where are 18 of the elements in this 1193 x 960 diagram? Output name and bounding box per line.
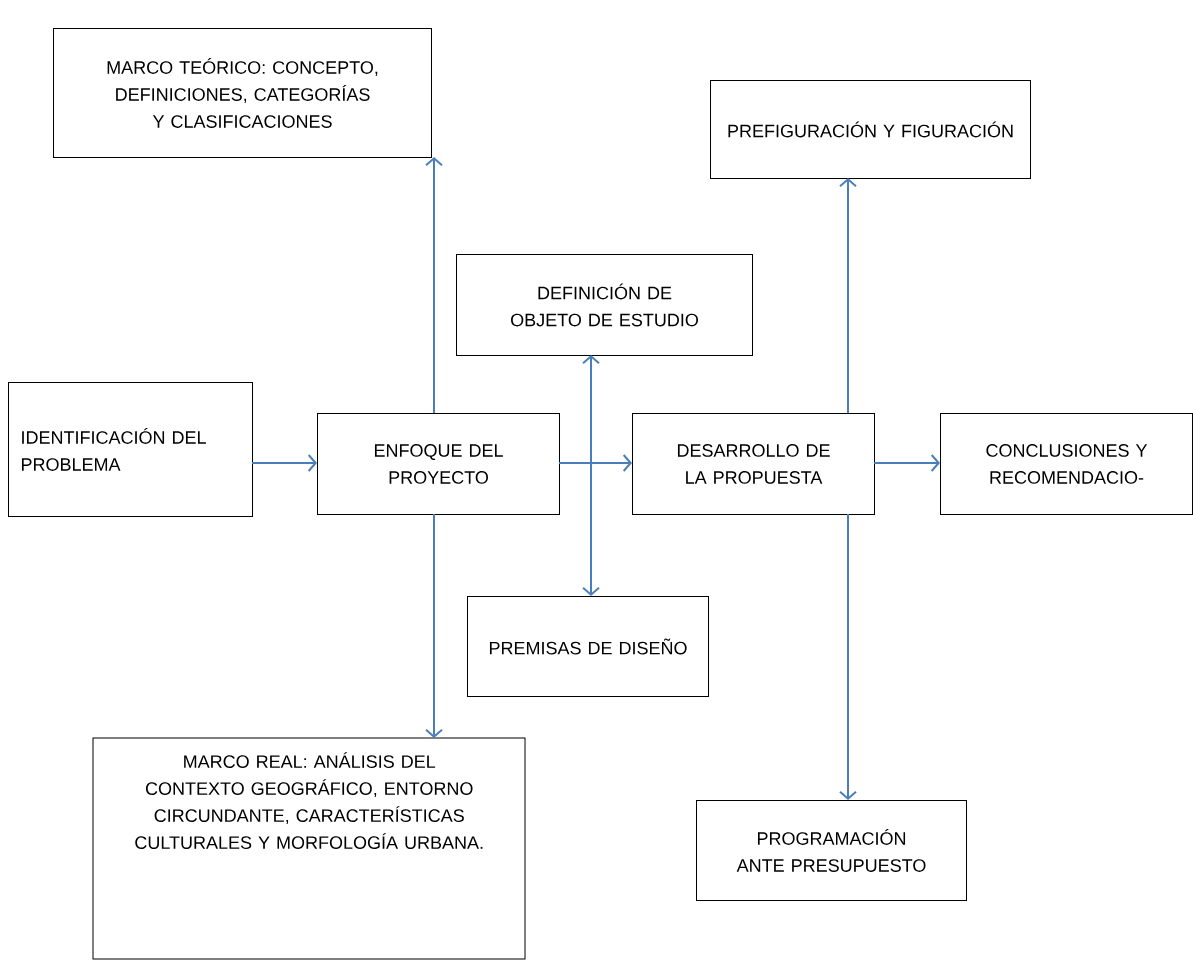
process-box: ENFOQUE DEL PROYECTO: [317, 413, 560, 515]
process-box: PREFIGURACIÓN Y FIGURACIÓN: [710, 80, 1031, 179]
arrow: [558, 454, 632, 472]
arrow: [425, 513, 443, 738]
arrow: [839, 513, 857, 800]
process-box: MARCO REAL: ANÁLISIS DEL CONTEXTO GEOGRÁFICO, ENTORNO CIRCUNDANTE, CARACTERÍSTICAS CULTURALES Y MORFOLOGÍA URBANA.: [92, 737, 526, 960]
arrow: [839, 178, 857, 414]
process-box: DEFINICIÓN DE OBJETO DE ESTUDIO: [456, 254, 753, 356]
process-box: DESARROLLO DE LA PROPUESTA: [632, 413, 875, 515]
arrow: [873, 454, 940, 472]
process-box: PROGRAMACIÓN ANTE PRESUPUESTO: [696, 800, 967, 901]
arrow: [251, 454, 317, 472]
arrow: [582, 355, 600, 596]
process-box: MARCO TEÓRICO: CONCEPTO, DEFINICIONES, CATEGORÍAS Y CLASIFICACIONES: [53, 28, 432, 158]
process-box: IDENTIFICACIÓN DEL PROBLEMA: [8, 382, 253, 517]
process-box: PREMISAS DE DISEÑO: [467, 596, 709, 697]
arrow: [425, 157, 443, 414]
process-box: CONCLUSIONES Y RECOMENDACIO-: [940, 413, 1193, 515]
